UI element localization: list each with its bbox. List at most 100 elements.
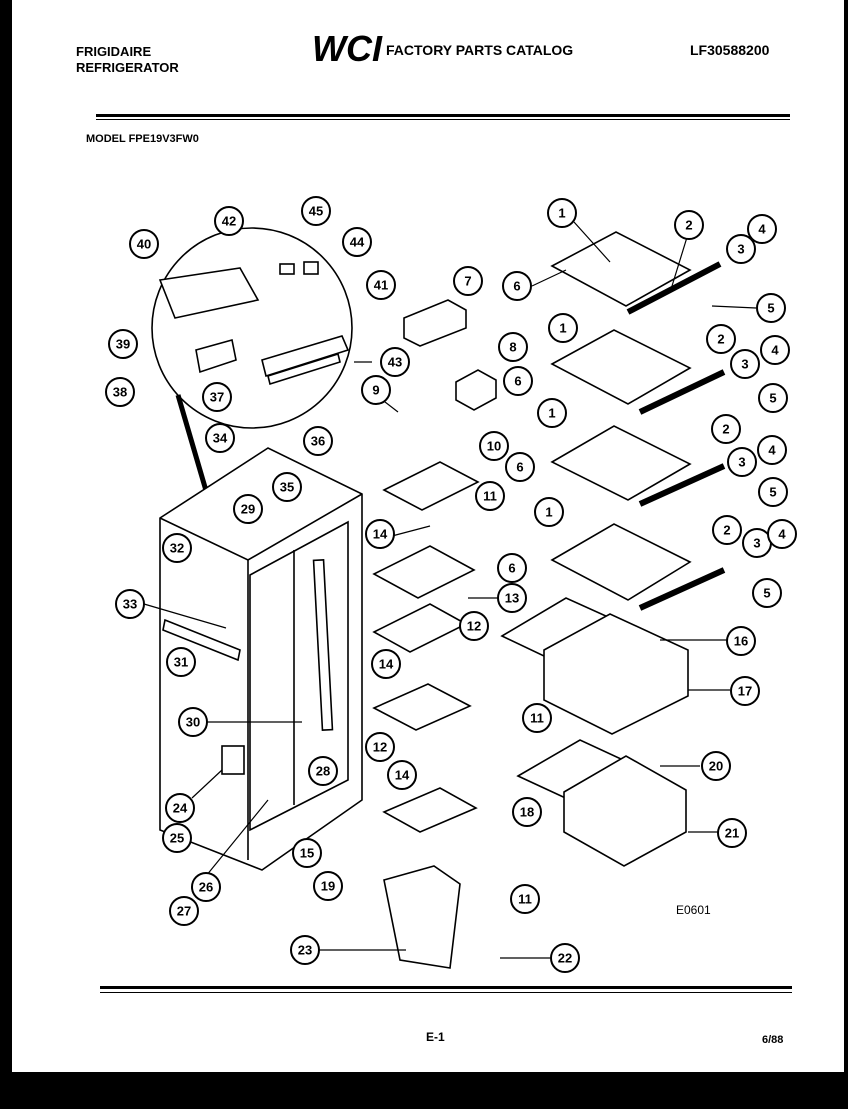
part-29: [312, 559, 334, 731]
callout-32: 32: [162, 533, 192, 563]
callout-35: 35: [272, 472, 302, 502]
detail-circle: [151, 227, 353, 429]
callout-20: 20: [701, 751, 731, 781]
svg-text:34: 34: [213, 431, 228, 446]
leader-lines: [143, 221, 757, 959]
callout-25: 25: [162, 823, 192, 853]
svg-text:4: 4: [768, 443, 776, 458]
svg-text:12: 12: [373, 740, 387, 755]
callout-42: 42: [214, 206, 244, 236]
catalog-code: LF30588200: [690, 42, 770, 58]
callout-14: 14: [365, 519, 395, 549]
part-24: [221, 745, 245, 775]
callout-3: 3: [727, 447, 757, 477]
footer-rule-thin: [100, 992, 792, 993]
callout-1: 1: [537, 398, 567, 428]
svg-text:40: 40: [137, 237, 151, 252]
callout-5: 5: [756, 293, 786, 323]
callout-6: 6: [497, 553, 527, 583]
svg-text:18: 18: [520, 805, 534, 820]
svg-text:3: 3: [737, 242, 744, 257]
svg-text:41: 41: [374, 278, 388, 293]
part-45: [303, 261, 319, 275]
callout-6: 6: [505, 452, 535, 482]
model-number: MODEL FPE19V3FW0: [86, 133, 199, 145]
svg-text:4: 4: [771, 343, 779, 358]
callout-23: 23: [290, 935, 320, 965]
svg-text:WCI: WCI: [312, 30, 383, 66]
svg-text:1: 1: [545, 505, 552, 520]
svg-text:20: 20: [709, 759, 723, 774]
callout-22: 22: [550, 943, 580, 973]
callout-44: 44: [342, 227, 372, 257]
svg-text:15: 15: [300, 846, 314, 861]
svg-text:10: 10: [487, 439, 501, 454]
part-31: [162, 618, 241, 662]
freezer-shelves: [372, 299, 497, 969]
svg-text:12: 12: [467, 619, 481, 634]
svg-text:16: 16: [734, 634, 748, 649]
callout-4: 4: [767, 519, 797, 549]
part-8: [455, 369, 497, 411]
product-type: REFRIGERATOR: [76, 60, 179, 75]
callout-7: 7: [453, 266, 483, 296]
callout-4: 4: [757, 435, 787, 465]
svg-text:11: 11: [518, 892, 532, 907]
brand-block: FRIGIDAIRE REFRIGERATOR: [76, 44, 179, 76]
svg-text:35: 35: [280, 480, 294, 495]
fresh-food-compartment: [249, 520, 349, 832]
callout-3: 3: [742, 528, 772, 558]
svg-text:13: 13: [505, 591, 519, 606]
svg-text:1: 1: [559, 321, 566, 336]
callout-24: 24: [165, 793, 195, 823]
svg-text:2: 2: [717, 332, 724, 347]
svg-text:32: 32: [170, 541, 184, 556]
callout-1: 1: [548, 313, 578, 343]
callouts: 1111222233334444555566667891011111112121…: [105, 196, 797, 973]
callout-11: 11: [510, 884, 540, 914]
callout-2: 2: [674, 210, 704, 240]
glass-shelves: [550, 231, 726, 611]
callout-6: 6: [502, 271, 532, 301]
svg-text:6: 6: [514, 374, 521, 389]
svg-text:39: 39: [116, 337, 130, 352]
callout-28: 28: [308, 756, 338, 786]
svg-text:25: 25: [170, 831, 184, 846]
callout-16: 16: [726, 626, 756, 656]
callout-2: 2: [712, 515, 742, 545]
svg-text:30: 30: [186, 715, 200, 730]
svg-text:6: 6: [508, 561, 515, 576]
callout-45: 45: [301, 196, 331, 226]
svg-text:11: 11: [530, 711, 544, 726]
svg-text:28: 28: [316, 764, 330, 779]
header-rule-thin: [96, 119, 790, 120]
callout-17: 17: [730, 676, 760, 706]
callout-11: 11: [475, 481, 505, 511]
callout-40: 40: [129, 229, 159, 259]
callout-11: 11: [522, 703, 552, 733]
svg-text:45: 45: [309, 204, 323, 219]
svg-text:17: 17: [738, 684, 752, 699]
svg-text:22: 22: [558, 951, 572, 966]
callout-37: 37: [202, 382, 232, 412]
callout-1: 1: [534, 497, 564, 527]
callout-30: 30: [178, 707, 208, 737]
svg-text:14: 14: [379, 657, 394, 672]
svg-text:1: 1: [548, 406, 555, 421]
callout-2: 2: [706, 324, 736, 354]
revision-date: 6/88: [762, 1034, 784, 1046]
svg-text:14: 14: [373, 527, 388, 542]
callout-9: 9: [361, 375, 391, 405]
callout-8: 8: [498, 332, 528, 362]
callout-18: 18: [512, 797, 542, 827]
svg-text:3: 3: [753, 536, 760, 551]
svg-text:4: 4: [758, 222, 766, 237]
callout-34: 34: [205, 423, 235, 453]
callout-29: 29: [233, 494, 263, 524]
svg-text:2: 2: [723, 523, 730, 538]
callout-12: 12: [365, 732, 395, 762]
svg-text:21: 21: [725, 826, 739, 841]
svg-text:26: 26: [199, 880, 213, 895]
svg-text:5: 5: [767, 301, 774, 316]
